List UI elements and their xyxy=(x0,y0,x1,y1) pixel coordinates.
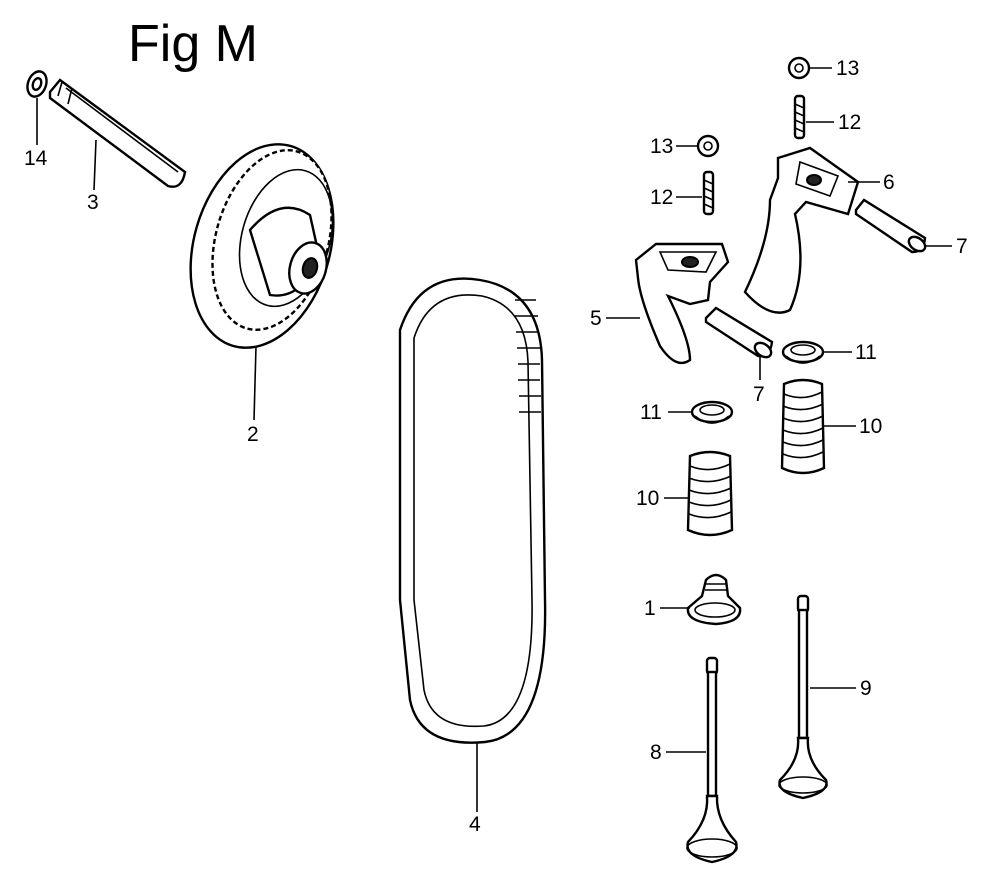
part-13-nut-upper xyxy=(787,56,811,80)
part-12-bolt-upper xyxy=(793,94,806,140)
part-7-pin-lower xyxy=(704,306,774,359)
part-9-valve-right xyxy=(778,594,828,800)
part-10-spring-right xyxy=(780,378,826,475)
callout-3: 3 xyxy=(87,191,99,214)
callout-6: 6 xyxy=(883,171,895,194)
part-14-washer xyxy=(26,70,48,98)
callout-11-left: 11 xyxy=(640,401,662,424)
callout-12-lower: 12 xyxy=(650,186,674,209)
callout-10-right: 10 xyxy=(859,415,883,438)
callout-5: 5 xyxy=(590,307,602,330)
part-10-spring-left xyxy=(686,450,734,537)
part-1-stem-seal xyxy=(686,573,742,626)
callout-8: 8 xyxy=(650,741,662,764)
callout-2: 2 xyxy=(247,423,259,446)
part-7-pin-upper xyxy=(854,198,927,254)
part-8-valve-left xyxy=(686,656,738,864)
callout-12-upper: 12 xyxy=(838,111,862,134)
callout-11-right: 11 xyxy=(855,341,877,364)
part-6-rocker-arm xyxy=(743,146,860,314)
part-13-nut-lower xyxy=(696,134,720,158)
figure-title: Fig M xyxy=(128,15,258,73)
callout-1: 1 xyxy=(644,597,656,620)
part-12-bolt-lower xyxy=(702,170,715,216)
part-11-retainer-right xyxy=(781,340,825,364)
part-3-shaft xyxy=(48,78,187,188)
leader-2 xyxy=(253,345,257,421)
part-2-cam-gear xyxy=(189,143,335,349)
part-11-retainer-left xyxy=(690,400,734,424)
callout-10-left: 10 xyxy=(636,487,660,510)
callout-7-upper: 7 xyxy=(956,235,968,258)
part-5-rocker-arm xyxy=(634,242,730,365)
callout-13-lower: 13 xyxy=(650,135,674,158)
callout-9: 9 xyxy=(860,677,872,700)
callout-7-lower: 7 xyxy=(753,383,765,406)
part-4-timing-belt xyxy=(398,277,547,744)
callout-13-upper: 13 xyxy=(836,57,860,80)
callout-4: 4 xyxy=(469,813,481,836)
callout-14: 14 xyxy=(24,147,48,170)
leader-3 xyxy=(93,139,97,191)
